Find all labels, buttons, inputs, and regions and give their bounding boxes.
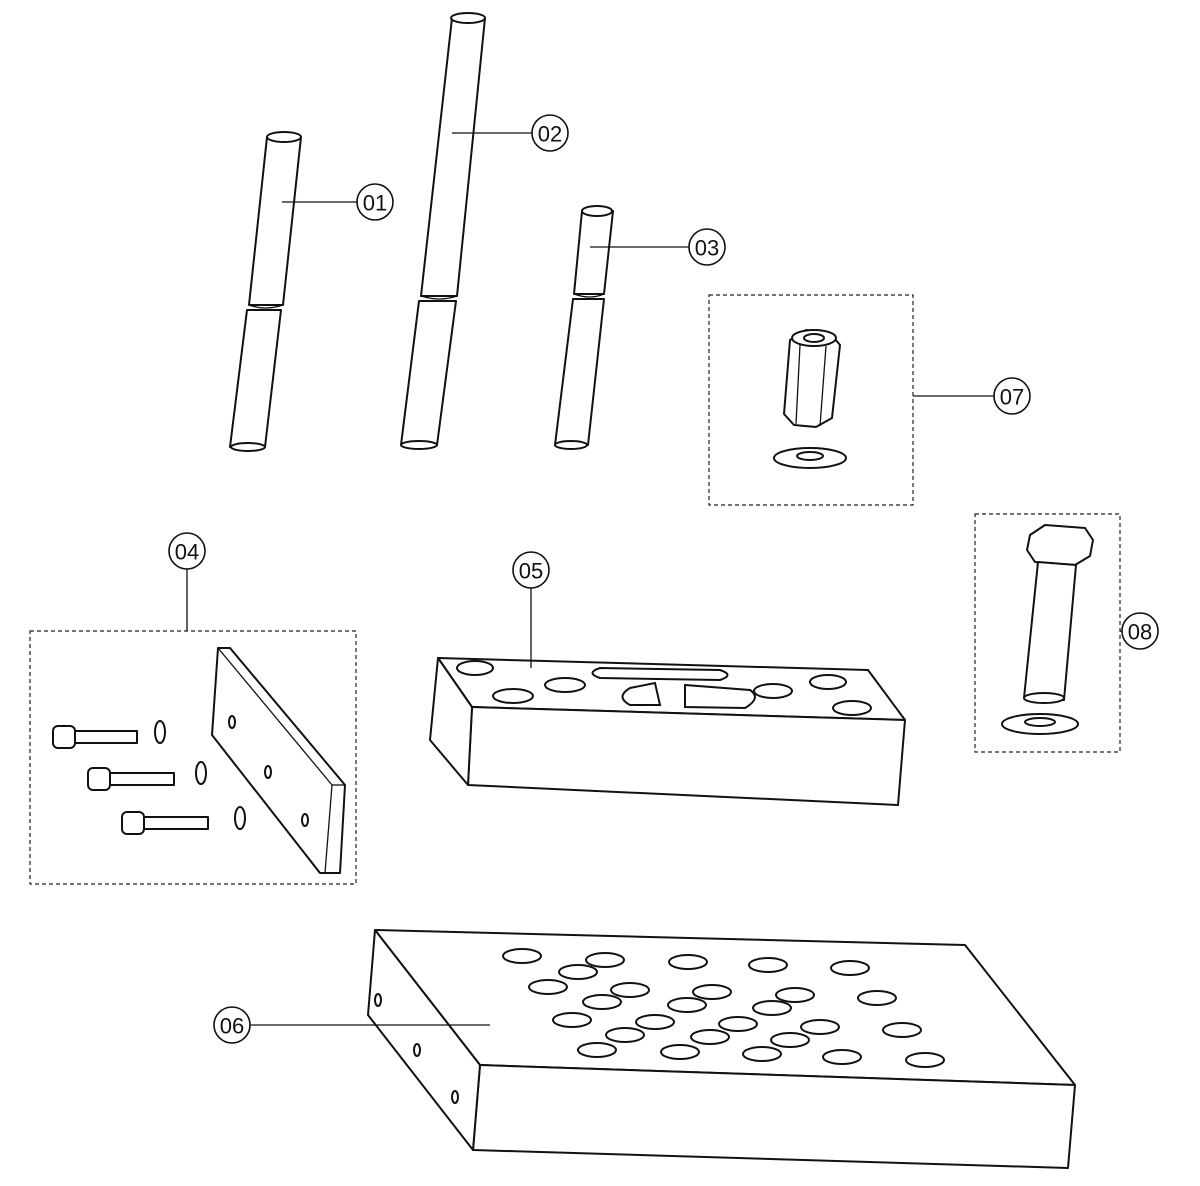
plate-hole [558,964,598,980]
callout-01: 01 [282,183,394,221]
plate-hole [552,1012,592,1028]
part-02-pin [400,12,486,450]
plate-hole [748,957,788,973]
callout-07: 07 [913,377,1031,415]
svg-text:02: 02 [538,122,562,147]
callout-02: 02 [452,114,569,152]
plate-hole [667,997,707,1013]
part-03-pin [554,205,614,450]
part-05-block [429,657,906,806]
svg-text:01: 01 [363,191,387,216]
plate-hole [822,1049,862,1065]
part-06-plate [367,929,1076,1169]
plate-hole [668,954,708,970]
callout-03: 03 [590,228,726,266]
plate-hole [690,1029,730,1045]
plate-hole [635,1014,675,1030]
plate-hole [610,982,650,998]
part-01-pin [229,131,302,452]
callout-05: 05 [512,551,550,668]
part-04-plate-screws-group [29,630,357,885]
plate-hole [857,990,897,1006]
svg-text:08: 08 [1128,620,1152,645]
plate-hole [775,987,815,1003]
plate-hole [830,960,870,976]
plate-hole [742,1046,782,1062]
svg-text:03: 03 [695,236,719,261]
plate-hole [585,952,625,968]
plate-hole [718,1016,758,1032]
plate-hole [770,1032,810,1048]
plate-hole [502,948,542,964]
plate-hole [752,1000,792,1016]
plate-hole [905,1052,945,1068]
svg-text:07: 07 [1000,385,1024,410]
plate-hole [577,1042,617,1058]
part-08-bolt-washer-group [974,513,1121,753]
plate-hole [692,984,732,1000]
plate-hole [660,1044,700,1060]
callout-04: 04 [168,532,206,631]
svg-text:05: 05 [519,559,543,584]
plate-hole [605,1027,645,1043]
part-07-nut-washer-group [708,294,914,506]
plate-hole [882,1022,922,1038]
plate-hole [528,979,568,995]
svg-text:06: 06 [220,1014,244,1039]
callout-06: 06 [213,1006,490,1044]
svg-text:04: 04 [175,540,199,565]
callout-08: 08 [1120,612,1159,650]
plate-hole [582,994,622,1010]
plate-hole [800,1019,840,1035]
